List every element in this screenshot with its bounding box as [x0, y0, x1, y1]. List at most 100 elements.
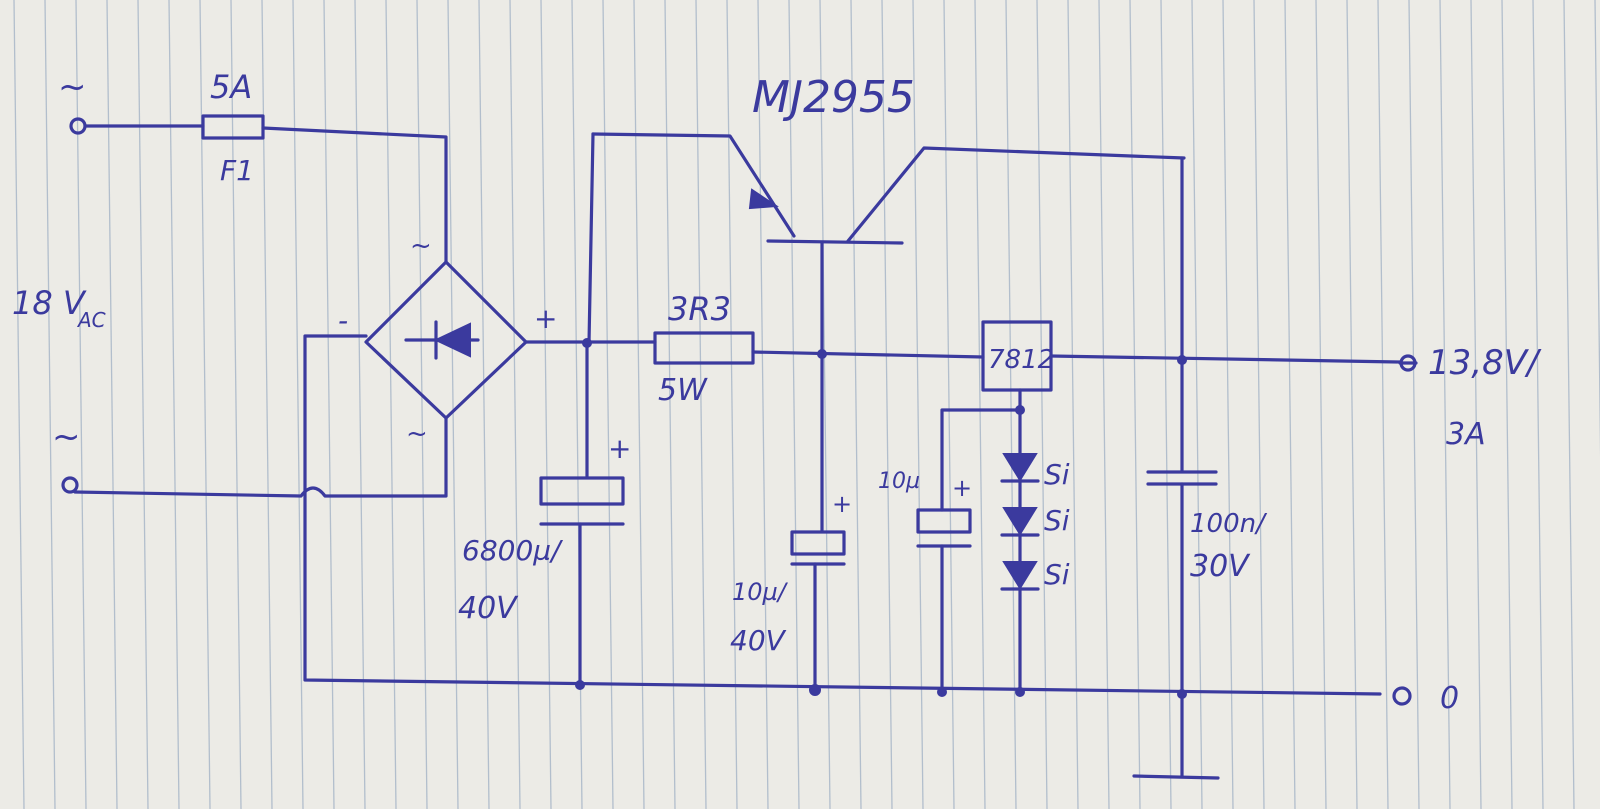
notebook-rule-line: [726, 0, 738, 809]
output: 13,8V/ 3A 0: [1392, 343, 1542, 716]
cap-main-voltage: 40V: [458, 591, 519, 626]
diode-stack: Si Si Si: [1000, 408, 1070, 697]
notebook-rule-line: [1129, 0, 1141, 809]
ac-bottom-symbol: ~: [52, 417, 81, 457]
cap-base-plate-pos: [790, 530, 846, 556]
transistor-collector-lead: [846, 146, 1186, 243]
notebook-rule-line: [13, 0, 25, 809]
ac-bottom-terminal: [61, 476, 79, 494]
diode-3: Si: [1000, 558, 1070, 591]
diode-3-label: Si: [1044, 558, 1070, 591]
transistor-part: MJ2955: [752, 72, 915, 123]
transistor-mj2955: MJ2955: [587, 72, 1186, 356]
output-gnd-terminal: [1392, 686, 1412, 706]
notebook-rule-line: [1036, 0, 1048, 809]
bridge-rectifier: ~ ~ - +: [73, 126, 1382, 696]
notebook-rule-line: [1222, 0, 1234, 809]
notebook-rule-line: [323, 0, 335, 809]
cap-10u-base: + 10µ/ 40V: [730, 352, 852, 696]
notebook-rules: [13, 0, 1600, 809]
cap-base-value: 10µ/: [732, 578, 789, 606]
cap-adj-value: 10µ: [878, 469, 920, 494]
resistor-value: 3R3: [668, 290, 731, 328]
notebook-rule-line: [509, 0, 521, 809]
output-voltage: 13,8V/: [1428, 343, 1542, 383]
wire-output-rail: [1049, 354, 1402, 364]
notebook-rule-line: [1377, 0, 1389, 809]
cap-main-plus: +: [608, 432, 631, 465]
node-cap-base-gnd: [809, 684, 821, 696]
transistor-emitter-lead: [591, 132, 796, 238]
diode-2: Si: [1000, 504, 1070, 537]
notebook-rule-line: [1532, 0, 1544, 809]
bridge-ac-bottom: ~: [406, 419, 428, 449]
notebook-rule-line: [416, 0, 428, 809]
notebook-rule-line: [354, 0, 366, 809]
transistor-base-bar: [766, 239, 904, 245]
notebook-rule-line: [1098, 0, 1110, 809]
notebook-rule-line: [943, 0, 955, 809]
notebook-rule-line: [230, 0, 242, 809]
notebook-rule-line: [1191, 0, 1203, 809]
chassis-ground-icon: [1132, 774, 1220, 780]
notebook-rule-line: [1594, 0, 1600, 458]
resistor-3r3: 3R3 5W: [653, 290, 985, 408]
node-cap-out-gnd: [1177, 689, 1187, 699]
diode-1-label: Si: [1044, 458, 1070, 491]
fuse-designator: F1: [220, 154, 254, 187]
notebook-rule-line: [819, 0, 831, 809]
notebook-rule-line: [137, 0, 149, 809]
ground-rail: [303, 334, 1382, 696]
wire-resistor-to-reg: [751, 350, 985, 359]
cap-base-plus: +: [832, 490, 852, 518]
diode-2-icon: [1002, 507, 1038, 536]
notebook-rule-line: [850, 0, 862, 809]
notebook-rule-line: [44, 0, 56, 809]
notebook-rule-line: [633, 0, 645, 809]
notebook-rule-line: [1253, 0, 1265, 809]
node-cap-adj-gnd: [937, 687, 947, 697]
bridge-ac-top: ~: [410, 231, 432, 261]
node-cap-main-gnd: [575, 680, 585, 690]
output-gnd-label: 0: [1440, 681, 1459, 716]
ac-top-symbol: ~: [58, 67, 87, 107]
cap-main-plate-pos: [539, 476, 625, 506]
notebook-rule-line: [1067, 0, 1079, 809]
resistor-power: 5W: [658, 373, 708, 408]
output-current: 3A: [1446, 417, 1486, 452]
notebook-rule-line: [1563, 0, 1575, 809]
notebook-rule-line: [540, 0, 552, 809]
notebook-rule-line: [447, 0, 459, 809]
wire-bridge-ac-bottom: [73, 416, 448, 498]
input-voltage-label: 18 V: [12, 284, 87, 322]
notebook-rule-line: [292, 0, 304, 809]
wire-fuse-to-bridge: [261, 126, 448, 264]
notebook-rule-line: [1160, 0, 1172, 809]
diode-1: Si: [1000, 453, 1070, 491]
notebook-rule-line: [106, 0, 118, 809]
notebook-rule-line: [602, 0, 614, 809]
cap-6800u: + 6800µ/ 40V: [458, 338, 657, 690]
diode-2-label: Si: [1044, 504, 1070, 537]
notebook-rule-line: [1470, 0, 1482, 809]
cap-100n: 100n/ 30V: [1132, 156, 1268, 780]
regulator-7812: 7812: [940, 320, 1402, 512]
ac-input: ~ ~ 18 V AC: [12, 67, 205, 494]
notebook-rule-line: [385, 0, 397, 809]
wire-to-adj-cap: [940, 408, 1022, 512]
node-diode-gnd: [1015, 687, 1025, 697]
notebook-rule-line: [974, 0, 986, 809]
bridge-plus: +: [534, 302, 557, 335]
notebook-rule-line: [1284, 0, 1296, 809]
wire-emitter-to-plus: [587, 132, 595, 345]
fuse-rating: 5A: [210, 68, 252, 106]
notebook-rule-line: [788, 0, 800, 809]
cap-main-value: 6800µ/: [462, 534, 563, 567]
resistor-body: [653, 331, 755, 365]
notebook-rule-line: [1346, 0, 1358, 809]
fuse-f1: 5A F1: [201, 68, 265, 187]
notebook-rule-line: [1408, 0, 1420, 809]
diode-1-icon: [1002, 453, 1038, 482]
regulator-part: 7812: [988, 345, 1054, 375]
